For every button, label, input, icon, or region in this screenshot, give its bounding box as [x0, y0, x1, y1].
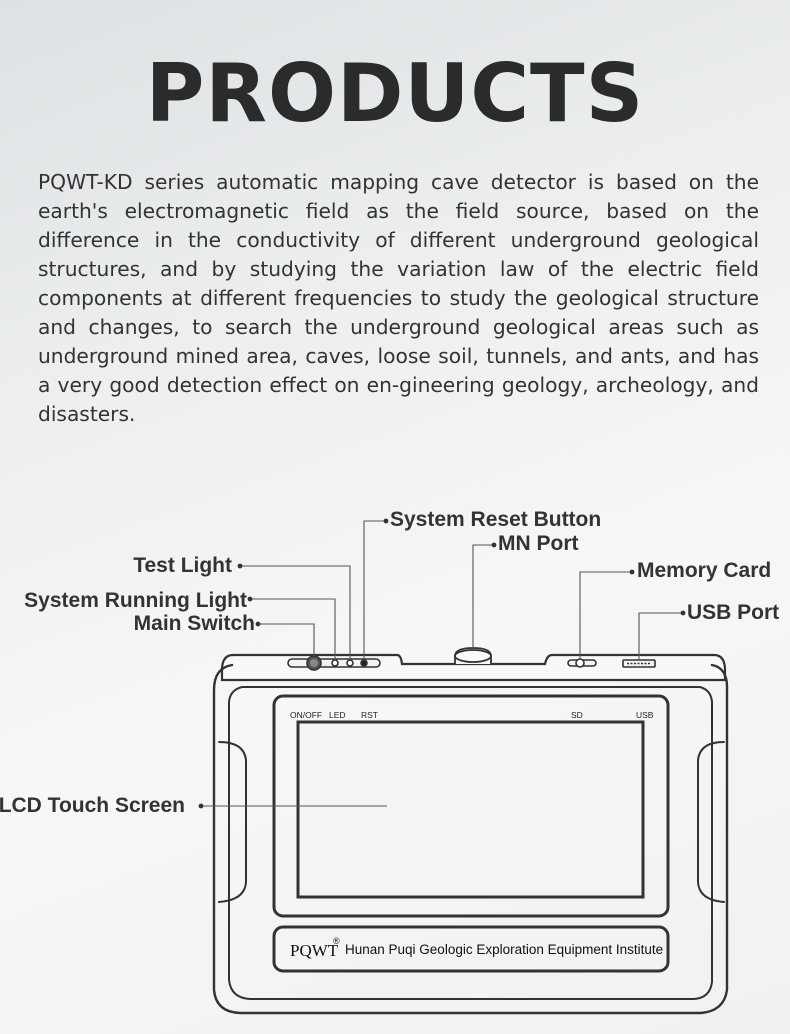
- panel-label-sd: SD: [571, 710, 583, 720]
- label-system-reset-button: System Reset Button: [390, 508, 601, 531]
- panel-label-led: LED: [329, 710, 346, 720]
- label-system-running-light: System Running Light: [24, 589, 247, 612]
- product-description: PQWT-KD series automatic mapping cave de…: [38, 170, 759, 426]
- manufacturer-name: Hunan Puqi Geologic Exploration Equipmen…: [345, 942, 663, 957]
- label-test-light: Test Light: [133, 554, 232, 577]
- reset-button-dot: [360, 659, 368, 667]
- screen-bezel: [272, 694, 670, 918]
- panel-label-on-off: ON/OFF: [290, 710, 322, 720]
- lcd-touch-screen: [296, 720, 645, 899]
- callout-lines: [201, 520, 683, 807]
- panel-label-usb: USB: [636, 710, 654, 720]
- callout-dots: [198, 518, 686, 809]
- label-lcd-touch-screen: LCD Touch Screen: [0, 794, 185, 817]
- sd-slot: [575, 658, 585, 668]
- brand-logo: PQWT: [290, 941, 339, 960]
- label-usb-port: USB Port: [687, 601, 779, 624]
- label-main-switch: Main Switch: [134, 612, 255, 635]
- page-title: PRODUCTS: [145, 47, 645, 140]
- top-right-ports: [567, 658, 656, 668]
- label-memory-card: Memory Card: [637, 559, 771, 582]
- running-light-led: [331, 659, 339, 667]
- registered-mark: ®: [333, 936, 340, 946]
- panel-label-rst: RST: [361, 710, 378, 720]
- nameplate: PQWT ® Hunan Puqi Geologic Exploration E…: [272, 925, 670, 973]
- test-light-led: [346, 659, 354, 667]
- label-mn-port: MN Port: [498, 532, 579, 555]
- mn-port-connector: [454, 647, 492, 664]
